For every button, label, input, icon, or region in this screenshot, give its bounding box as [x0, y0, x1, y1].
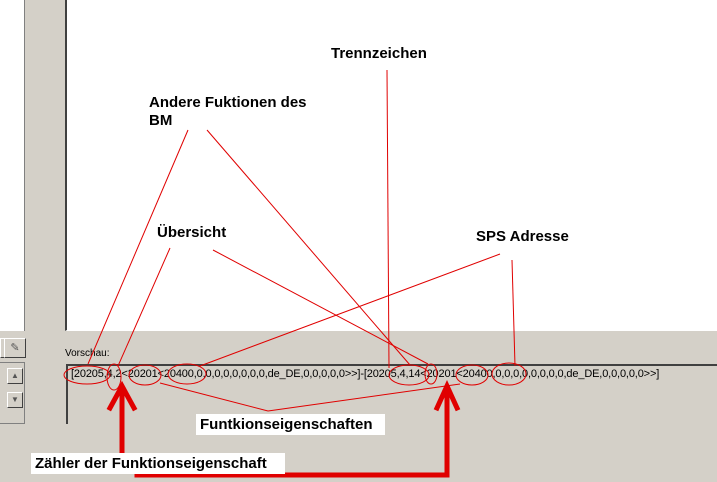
- preview-text: [20205,4,2<20201<20400,0,0,0,0,0,0,0,0,d…: [71, 368, 660, 380]
- label-zaehler: Zähler der Funktionseigenschaft: [31, 453, 285, 474]
- annotation-line: [117, 247, 171, 367]
- arrow-head-icon: [106, 380, 138, 412]
- scroll-down-icon[interactable]: ▼: [7, 392, 23, 408]
- label-trennzeichen: Trennzeichen: [331, 45, 427, 62]
- pick-icon-button[interactable]: ✎: [4, 338, 26, 358]
- annotation-line: [386, 69, 390, 369]
- label-funktionseigenschaften: Funtkionseigenschaften: [196, 414, 385, 435]
- main-content-panel: [65, 0, 717, 331]
- highlight-ellipse: [388, 364, 430, 386]
- label-uebersicht: Übersicht: [157, 224, 227, 241]
- highlight-ellipse: [63, 365, 111, 385]
- preview-label: Vorschau:: [65, 348, 110, 359]
- annotation-line: [212, 249, 429, 365]
- label-andere-funktionen-1: Andere Fuktionen des: [149, 94, 307, 111]
- highlight-ellipse: [106, 363, 122, 391]
- scroll-up-icon[interactable]: ▲: [7, 368, 23, 384]
- arrow-head-icon: [433, 379, 461, 412]
- annotation-line: [199, 253, 501, 367]
- preview-field: [66, 364, 717, 424]
- label-andere-funktionen-2: BM: [149, 112, 173, 129]
- highlight-ellipse: [491, 362, 527, 386]
- highlight-ellipse: [424, 363, 438, 385]
- scrollbar[interactable]: ▲ ▼: [0, 362, 25, 424]
- highlight-ellipse: [128, 364, 162, 386]
- highlight-ellipse: [455, 364, 489, 386]
- counter-arrow-line: [134, 387, 450, 478]
- left-list-panel: [0, 0, 25, 331]
- annotation-line: [87, 129, 189, 365]
- highlight-ellipse: [167, 363, 207, 385]
- label-sps-adresse: SPS Adresse: [476, 228, 569, 245]
- annotation-line: [267, 383, 461, 412]
- annotation-line: [206, 129, 411, 366]
- annotation-line: [511, 259, 516, 367]
- annotation-line: [159, 382, 269, 412]
